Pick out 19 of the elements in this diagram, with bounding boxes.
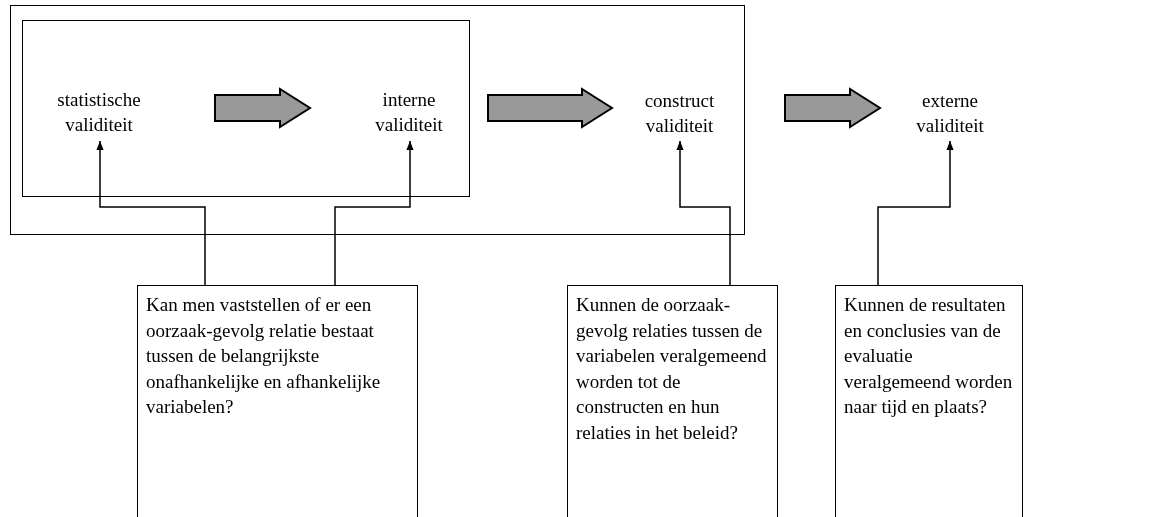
question-box [835, 285, 1023, 517]
arrow [334, 140, 414, 286]
block-arrow [214, 87, 312, 129]
validity-label: interne validiteit [374, 88, 444, 137]
validity-label: statistische validiteit [56, 88, 142, 137]
arrow [96, 140, 206, 286]
validity-label: externe validiteit [915, 89, 985, 138]
outer-frame [10, 5, 745, 235]
block-arrow [784, 87, 882, 129]
arrow [877, 140, 954, 286]
question-box [567, 285, 778, 517]
block-arrow [487, 87, 614, 129]
question-text: Kan men vaststellen of er een oorzaak-gevolg relatie bestaat tussen de belangrijkste onafhankelijke en afhankelijke variabelen? [146, 293, 382, 419]
question-text: Kunnen de resultaten en conclusies van de evaluatie veralgemeend worden naar tijd en plaats? [844, 293, 1014, 419]
question-text: Kunnen de oorzaak-gevolg relaties tussen de variabelen veralgemeend worden tot de constructen en hun relaties in het beleid? [576, 293, 768, 445]
inner-frame [21, 19, 470, 197]
question-box [137, 285, 418, 517]
validity-label: construct validiteit [643, 88, 716, 138]
arrow [676, 140, 731, 286]
